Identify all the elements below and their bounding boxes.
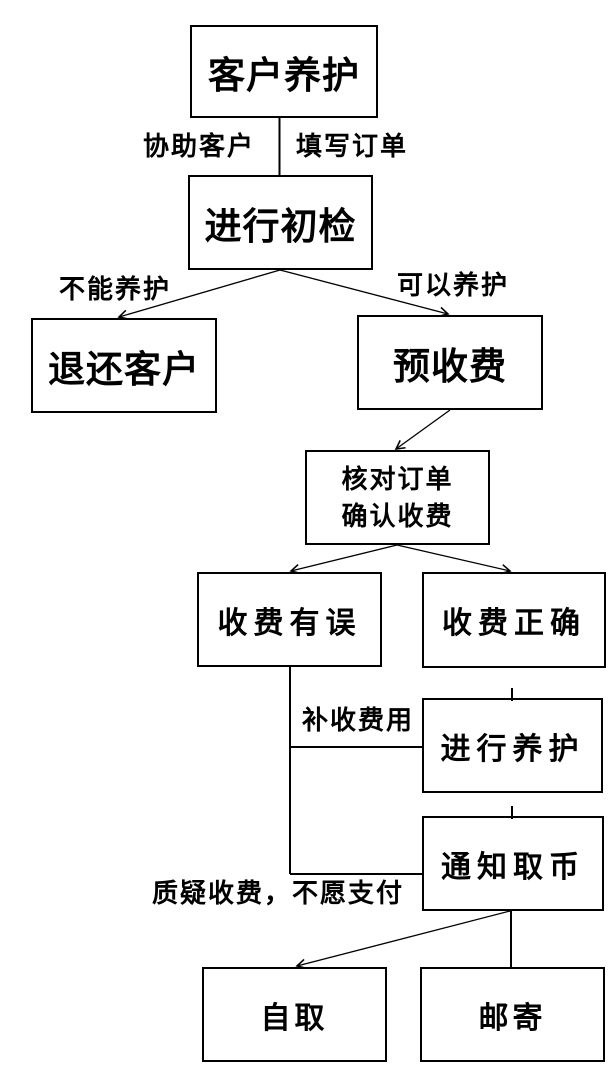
- node-self-pickup: 自取: [202, 967, 387, 1062]
- node-initial-inspection: 进行初检: [188, 175, 373, 270]
- node-notify-coin-pickup: 通知取币: [422, 816, 604, 911]
- edge-label-dispute-fee-refuse-pay: 质疑收费，不愿支付: [152, 878, 405, 908]
- edge-label-supplement-fee: 补收费用: [302, 705, 415, 735]
- edge-precharge-to-verify: [394, 409, 451, 450]
- node-fee-incorrect: 收费有误: [197, 572, 382, 667]
- edge-label-fill-order: 填写订单: [296, 131, 409, 161]
- edge-verify-to-fee-correct: [396, 544, 512, 575]
- node-fee-correct: 收费正确: [422, 572, 606, 668]
- edge-label-can-care: 可以养护: [397, 270, 510, 300]
- edge-label-cannot-care: 不能养护: [59, 274, 172, 304]
- edge-verify-to-fee-incorrect: [289, 544, 398, 575]
- edge-label-assist-customer: 协助客户: [143, 131, 256, 161]
- node-pre-charge: 预收费: [357, 315, 543, 410]
- edge-notify-to-self-pickup: [295, 910, 511, 970]
- node-mail: 邮寄: [420, 967, 605, 1062]
- node-customer-care: 客户养护: [190, 25, 378, 118]
- node-verify-order-confirm-fee: 核对订单 确认收费: [305, 450, 490, 545]
- node-return-to-customer: 退还客户: [31, 318, 217, 413]
- node-perform-care: 进行养护: [422, 698, 603, 793]
